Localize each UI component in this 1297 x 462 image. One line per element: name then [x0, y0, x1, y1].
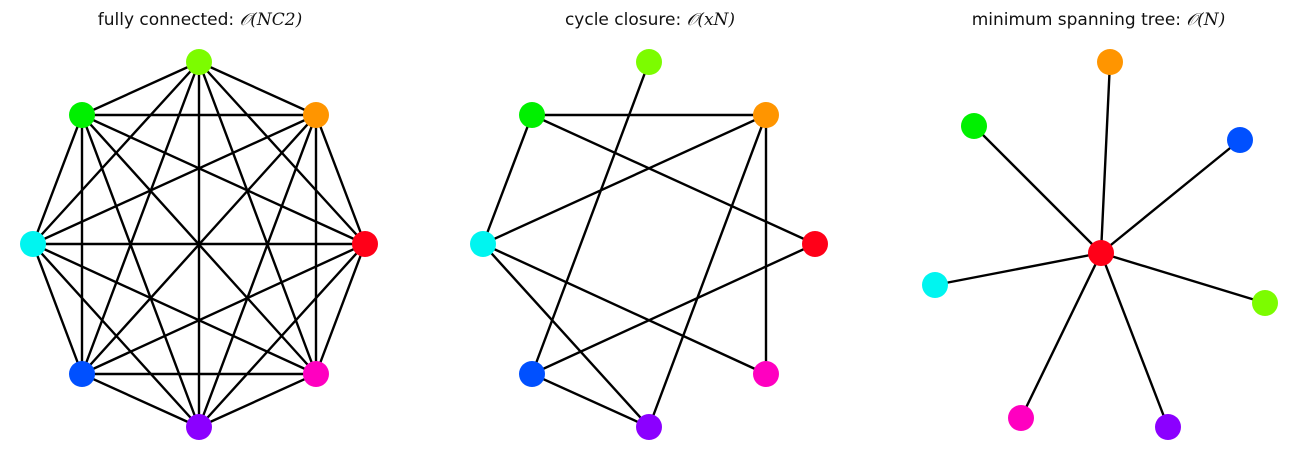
edge-cyan-magenta [481, 242, 768, 376]
node-red [1088, 240, 1114, 266]
edge-red-magenta [1019, 251, 1103, 420]
node-orange [303, 102, 329, 128]
edge-red-blue [1099, 138, 1242, 255]
node-lime [1252, 290, 1278, 316]
node-violet [1155, 414, 1181, 440]
edge-magenta-green [80, 113, 318, 376]
node-violet [186, 414, 212, 440]
minimum-spanning-tree-panel: minimum spanning tree: 𝒪(N) [900, 0, 1297, 462]
node-orange [753, 102, 779, 128]
edge-orange-cyan [31, 113, 318, 246]
edge-cyan-violet [481, 242, 651, 429]
panel-title: fully connected: 𝒪(NC2) [0, 10, 400, 30]
edge-lime-orange [197, 60, 318, 117]
fully-connected-panel: fully connected: 𝒪(NC2) [0, 0, 400, 462]
edge-red-blue [530, 242, 817, 376]
edge-lime-blue [530, 60, 651, 376]
panel-title-complexity: 𝒪(xN) [686, 10, 736, 30]
edge-cyan-green [31, 113, 84, 246]
panel-title-text: cycle closure: [564, 10, 687, 30]
edge-blue-cyan [31, 242, 84, 376]
edge-red-lime [1099, 251, 1267, 305]
minimum-spanning-tree-graph [922, 49, 1278, 440]
node-red [802, 231, 828, 257]
cycle-closure-graph [470, 49, 828, 440]
edge-violet-blue [80, 372, 201, 429]
node-cyan [20, 231, 46, 257]
edge-orange-violet [647, 113, 768, 429]
panel-title-complexity: 𝒪(N) [1186, 10, 1226, 30]
edge-lime-green [80, 60, 201, 117]
edge-red-magenta [314, 242, 367, 376]
panel-title-text: minimum spanning tree: [971, 10, 1187, 30]
node-green [69, 102, 95, 128]
node-red [352, 231, 378, 257]
cycle-closure-panel: cycle closure: 𝒪(xN) [450, 0, 850, 462]
node-cyan [922, 272, 948, 298]
node-orange [1097, 49, 1123, 75]
edge-violet-cyan [31, 242, 201, 429]
edge-orange-red [314, 113, 367, 246]
node-blue [519, 361, 545, 387]
edge-orange-cyan [481, 113, 768, 246]
edge-orange-violet [197, 113, 318, 429]
node-lime [186, 49, 212, 75]
node-lime [636, 49, 662, 75]
edge-red-green [80, 113, 367, 246]
edge-green-cyan [481, 113, 534, 246]
edge-green-red [530, 113, 817, 246]
node-blue [69, 361, 95, 387]
edge-violet-green [80, 113, 201, 429]
panel-title-text: fully connected: [97, 10, 240, 30]
edge-red-orange [1099, 60, 1112, 255]
panel-title-complexity: 𝒪(NC2) [239, 10, 303, 30]
node-magenta [1008, 405, 1034, 431]
node-magenta [303, 361, 329, 387]
node-green [519, 102, 545, 128]
panel-title: cycle closure: 𝒪(xN) [450, 10, 850, 30]
edge-magenta-cyan [31, 242, 318, 376]
edge-red-blue [80, 242, 367, 376]
edge-red-cyan [933, 251, 1103, 287]
panel-title: minimum spanning tree: 𝒪(N) [900, 10, 1297, 30]
edge-magenta-violet [197, 372, 318, 429]
edge-red-green [972, 124, 1103, 255]
node-blue [1227, 127, 1253, 153]
node-violet [636, 414, 662, 440]
fully-connected-graph [20, 49, 378, 440]
node-green [961, 113, 987, 139]
edge-red-violet [1099, 251, 1170, 429]
edge-blue-violet [530, 372, 651, 429]
node-cyan [470, 231, 496, 257]
node-magenta [753, 361, 779, 387]
